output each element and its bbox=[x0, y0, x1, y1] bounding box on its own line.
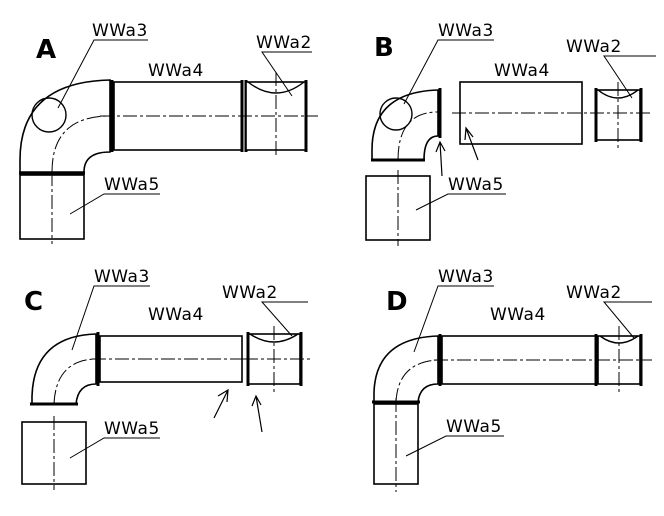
panel-a: A WWa3 WWa4 WWa2 WWa5 bbox=[19, 21, 318, 244]
label-wwa2: WWa2 bbox=[256, 33, 312, 53]
leader-wwa3 bbox=[413, 285, 494, 353]
label-wwa2: WWa2 bbox=[566, 283, 622, 303]
saddle-cut bbox=[597, 89, 639, 99]
leader-wwa2 bbox=[602, 301, 652, 339]
label-wwa4: WWa4 bbox=[494, 61, 550, 81]
panel-letter-b: B bbox=[374, 33, 394, 63]
label-wwa5: WWa5 bbox=[104, 175, 160, 195]
elbow-centerline bbox=[397, 111, 439, 161]
elbow-pipe bbox=[19, 79, 111, 173]
panel-letter-d: D bbox=[386, 287, 408, 317]
leader-wwa5 bbox=[415, 193, 506, 211]
leader-wwa3 bbox=[71, 285, 150, 351]
label-wwa3: WWa3 bbox=[438, 267, 494, 287]
label-wwa4: WWa4 bbox=[148, 305, 204, 325]
leader-wwa3 bbox=[403, 39, 494, 105]
panel-letter-a: A bbox=[36, 35, 56, 65]
assembly-arrow bbox=[213, 388, 229, 419]
elbow-pipe bbox=[373, 335, 439, 403]
panel-c: C WWa3 WWa4 WWa2 WWa5 bbox=[21, 267, 310, 490]
label-wwa5: WWa5 bbox=[104, 419, 160, 439]
label-wwa3: WWa3 bbox=[92, 21, 148, 41]
elbow-centerline bbox=[51, 115, 111, 173]
leader-wwa2 bbox=[603, 55, 656, 99]
label-wwa3: WWa3 bbox=[438, 21, 494, 41]
panel-d: D WWa3 WWa4 WWa2 WWa5 bbox=[372, 267, 652, 492]
label-wwa3: WWa3 bbox=[94, 267, 150, 287]
assembly-arrow bbox=[464, 126, 479, 161]
saddle-cut bbox=[249, 333, 299, 343]
assembly-arrow bbox=[251, 394, 263, 433]
junction-circle bbox=[31, 97, 67, 133]
label-wwa2: WWa2 bbox=[222, 283, 278, 303]
panel-letter-c: C bbox=[24, 287, 43, 317]
elbow-pipe bbox=[31, 333, 97, 405]
assembly-arrow bbox=[435, 140, 446, 177]
leader-wwa5 bbox=[69, 437, 160, 459]
elbow-centerline bbox=[395, 359, 439, 403]
elbow-centerline bbox=[53, 358, 97, 405]
panel-b: B WWa3 WWa4 WWa2 WWa5 bbox=[365, 21, 656, 246]
elbow-pipe bbox=[371, 89, 439, 161]
label-wwa2: WWa2 bbox=[566, 37, 622, 57]
leader-wwa2 bbox=[260, 301, 308, 337]
label-wwa4: WWa4 bbox=[148, 61, 204, 81]
leader-wwa2 bbox=[261, 51, 312, 97]
leader-wwa3 bbox=[57, 39, 148, 109]
junction-circle bbox=[379, 97, 413, 131]
label-wwa4: WWa4 bbox=[490, 305, 546, 325]
saddle-cut bbox=[247, 81, 305, 94]
label-wwa5: WWa5 bbox=[448, 175, 504, 195]
leader-wwa5 bbox=[69, 193, 160, 215]
label-wwa5: WWa5 bbox=[446, 417, 502, 437]
leader-wwa5 bbox=[405, 435, 504, 457]
